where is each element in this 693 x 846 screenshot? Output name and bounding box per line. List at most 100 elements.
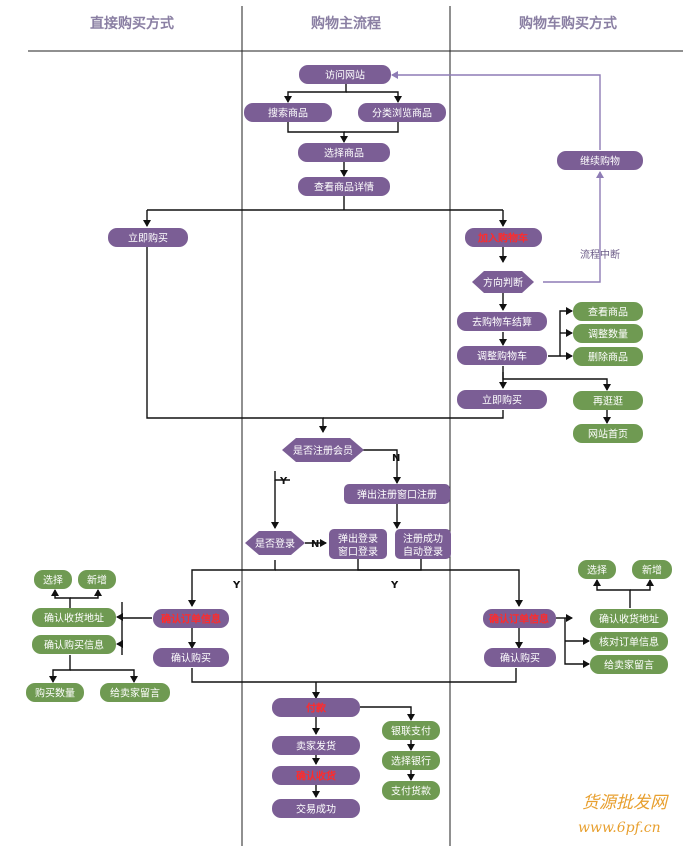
svg-text:确认收货: 确认收货 — [296, 770, 336, 783]
connectors — [49, 71, 654, 798]
node-buy-now-right: 立即购买 — [457, 390, 547, 409]
svg-text:确认收货地址: 确认收货地址 — [599, 613, 659, 626]
node-pay: 付款 — [272, 698, 360, 717]
node-confirm-address-left: 确认收货地址 — [32, 608, 116, 627]
svg-text:选择银行: 选择银行 — [391, 755, 431, 768]
svg-text:分类浏览商品: 分类浏览商品 — [372, 107, 432, 120]
svg-text:给卖家留言: 给卖家留言 — [110, 687, 160, 700]
node-direction-judge: 方向判断 — [472, 271, 534, 293]
node-is-member: 是否注册会员 — [282, 438, 364, 462]
header-main-flow: 购物主流程 — [311, 15, 381, 32]
node-browse-again: 再逛逛 — [573, 391, 643, 410]
svg-text:新增: 新增 — [87, 574, 107, 587]
node-select-left: 选择 — [34, 570, 72, 589]
node-seller-ship: 卖家发货 — [272, 736, 360, 755]
node-choose-bank: 选择银行 — [382, 751, 440, 770]
svg-text:确认订单信息: 确认订单信息 — [161, 613, 221, 626]
node-check-order-info: 核对订单信息 — [590, 632, 668, 651]
node-login-popup: 弹出登录 窗口登录 — [329, 529, 387, 559]
node-view-details: 查看商品详情 — [298, 177, 390, 196]
svg-text:继续购物: 继续购物 — [580, 155, 620, 168]
svg-text:卖家发货: 卖家发货 — [296, 740, 336, 753]
svg-text:弹出登录: 弹出登录 — [338, 532, 378, 545]
node-confirm-purchase-right: 确认购买 — [484, 648, 556, 667]
svg-text:立即购买: 立即购买 — [128, 232, 168, 245]
node-continue-shopping: 继续购物 — [557, 151, 643, 170]
svg-text:是否登录: 是否登录 — [255, 537, 295, 550]
svg-text:选择: 选择 — [587, 564, 607, 577]
svg-text:确认收货地址: 确认收货地址 — [44, 612, 104, 625]
yes-label-left: Y — [232, 580, 241, 591]
svg-text:确认购买信息: 确认购买信息 — [44, 639, 104, 652]
svg-text:新增: 新增 — [642, 564, 662, 577]
svg-text:付款: 付款 — [306, 702, 327, 715]
node-homepage: 网站首页 — [573, 424, 643, 443]
svg-text:选择: 选择 — [43, 574, 63, 587]
node-search-goods: 搜索商品 — [244, 103, 332, 122]
node-leave-msg-left: 给卖家留言 — [100, 683, 170, 702]
node-adjust-qty: 调整数量 — [573, 324, 643, 343]
svg-text:调整数量: 调整数量 — [588, 328, 628, 341]
node-select-goods: 选择商品 — [298, 143, 390, 162]
watermark-url: www.6pf.cn — [578, 820, 661, 836]
svg-text:去购物车结算: 去购物车结算 — [472, 316, 532, 329]
watermark-title: 货源批发网 — [582, 793, 669, 813]
node-adjust-cart: 调整购物车 — [457, 346, 547, 365]
node-add-left: 新增 — [78, 570, 116, 589]
node-is-logged-in: 是否登录 — [245, 531, 305, 555]
svg-text:购买数量: 购买数量 — [35, 687, 75, 700]
node-confirm-receipt: 确认收货 — [272, 766, 360, 785]
yes-label-right: Y — [390, 580, 399, 591]
svg-text:支付货款: 支付货款 — [391, 785, 431, 798]
node-register-success: 注册成功 自动登录 — [395, 529, 451, 559]
header-cart-buy: 购物车购买方式 — [519, 15, 617, 32]
node-buy-now-left: 立即购买 — [108, 228, 188, 247]
svg-text:弹出注册窗口注册: 弹出注册窗口注册 — [357, 488, 437, 501]
svg-text:搜索商品: 搜索商品 — [268, 107, 308, 120]
svg-text:调整购物车: 调整购物车 — [477, 350, 527, 363]
svg-text:查看商品: 查看商品 — [588, 306, 628, 319]
svg-text:自动登录: 自动登录 — [403, 545, 443, 558]
svg-text:网站首页: 网站首页 — [588, 428, 628, 441]
node-delete-goods: 删除商品 — [573, 347, 643, 366]
svg-text:是否注册会员: 是否注册会员 — [293, 444, 353, 457]
flow-interrupt-label: 流程中断 — [580, 248, 620, 261]
node-select-right: 选择 — [578, 560, 616, 579]
svg-text:选择商品: 选择商品 — [324, 147, 364, 160]
node-trade-success: 交易成功 — [272, 799, 360, 818]
node-browse-category: 分类浏览商品 — [358, 103, 446, 122]
header-direct-buy: 直接购买方式 — [90, 15, 174, 32]
svg-text:加入购物车: 加入购物车 — [477, 232, 528, 245]
node-leave-msg-right: 给卖家留言 — [590, 655, 668, 674]
node-confirm-order-right: 确认订单信息 — [483, 609, 556, 628]
yes-label-member: Y — [279, 476, 288, 487]
svg-text:再逛逛: 再逛逛 — [593, 395, 623, 408]
svg-text:立即购买: 立即购买 — [482, 394, 522, 407]
node-pay-money: 支付货款 — [382, 781, 440, 800]
svg-text:核对订单信息: 核对订单信息 — [599, 636, 659, 649]
svg-text:交易成功: 交易成功 — [296, 803, 336, 816]
svg-text:确认订单信息: 确认订单信息 — [489, 613, 549, 626]
no-label-login: N — [311, 539, 319, 550]
node-register-popup: 弹出注册窗口注册 — [344, 484, 450, 504]
svg-text:给卖家留言: 给卖家留言 — [604, 659, 654, 672]
node-confirm-address-right: 确认收货地址 — [590, 609, 668, 628]
node-add-right: 新增 — [632, 560, 672, 579]
svg-text:银联支付: 银联支付 — [391, 725, 431, 738]
svg-text:方向判断: 方向判断 — [483, 276, 523, 289]
node-go-checkout: 去购物车结算 — [457, 312, 547, 331]
no-label-member: N — [392, 453, 400, 464]
svg-text:查看商品详情: 查看商品详情 — [314, 181, 374, 194]
node-confirm-buy-info: 确认购买信息 — [32, 635, 116, 654]
svg-text:访问网站: 访问网站 — [325, 69, 365, 82]
node-buy-qty: 购买数量 — [26, 683, 84, 702]
svg-text:注册成功: 注册成功 — [403, 532, 443, 545]
node-visit-site: 访问网站 — [299, 65, 391, 84]
node-unionpay: 银联支付 — [382, 721, 440, 740]
node-add-to-cart: 加入购物车 — [465, 228, 542, 247]
node-confirm-order-left: 确认订单信息 — [153, 609, 229, 628]
svg-text:确认购买: 确认购买 — [500, 652, 540, 665]
svg-text:确认购买: 确认购买 — [171, 652, 211, 665]
svg-text:窗口登录: 窗口登录 — [338, 545, 378, 558]
